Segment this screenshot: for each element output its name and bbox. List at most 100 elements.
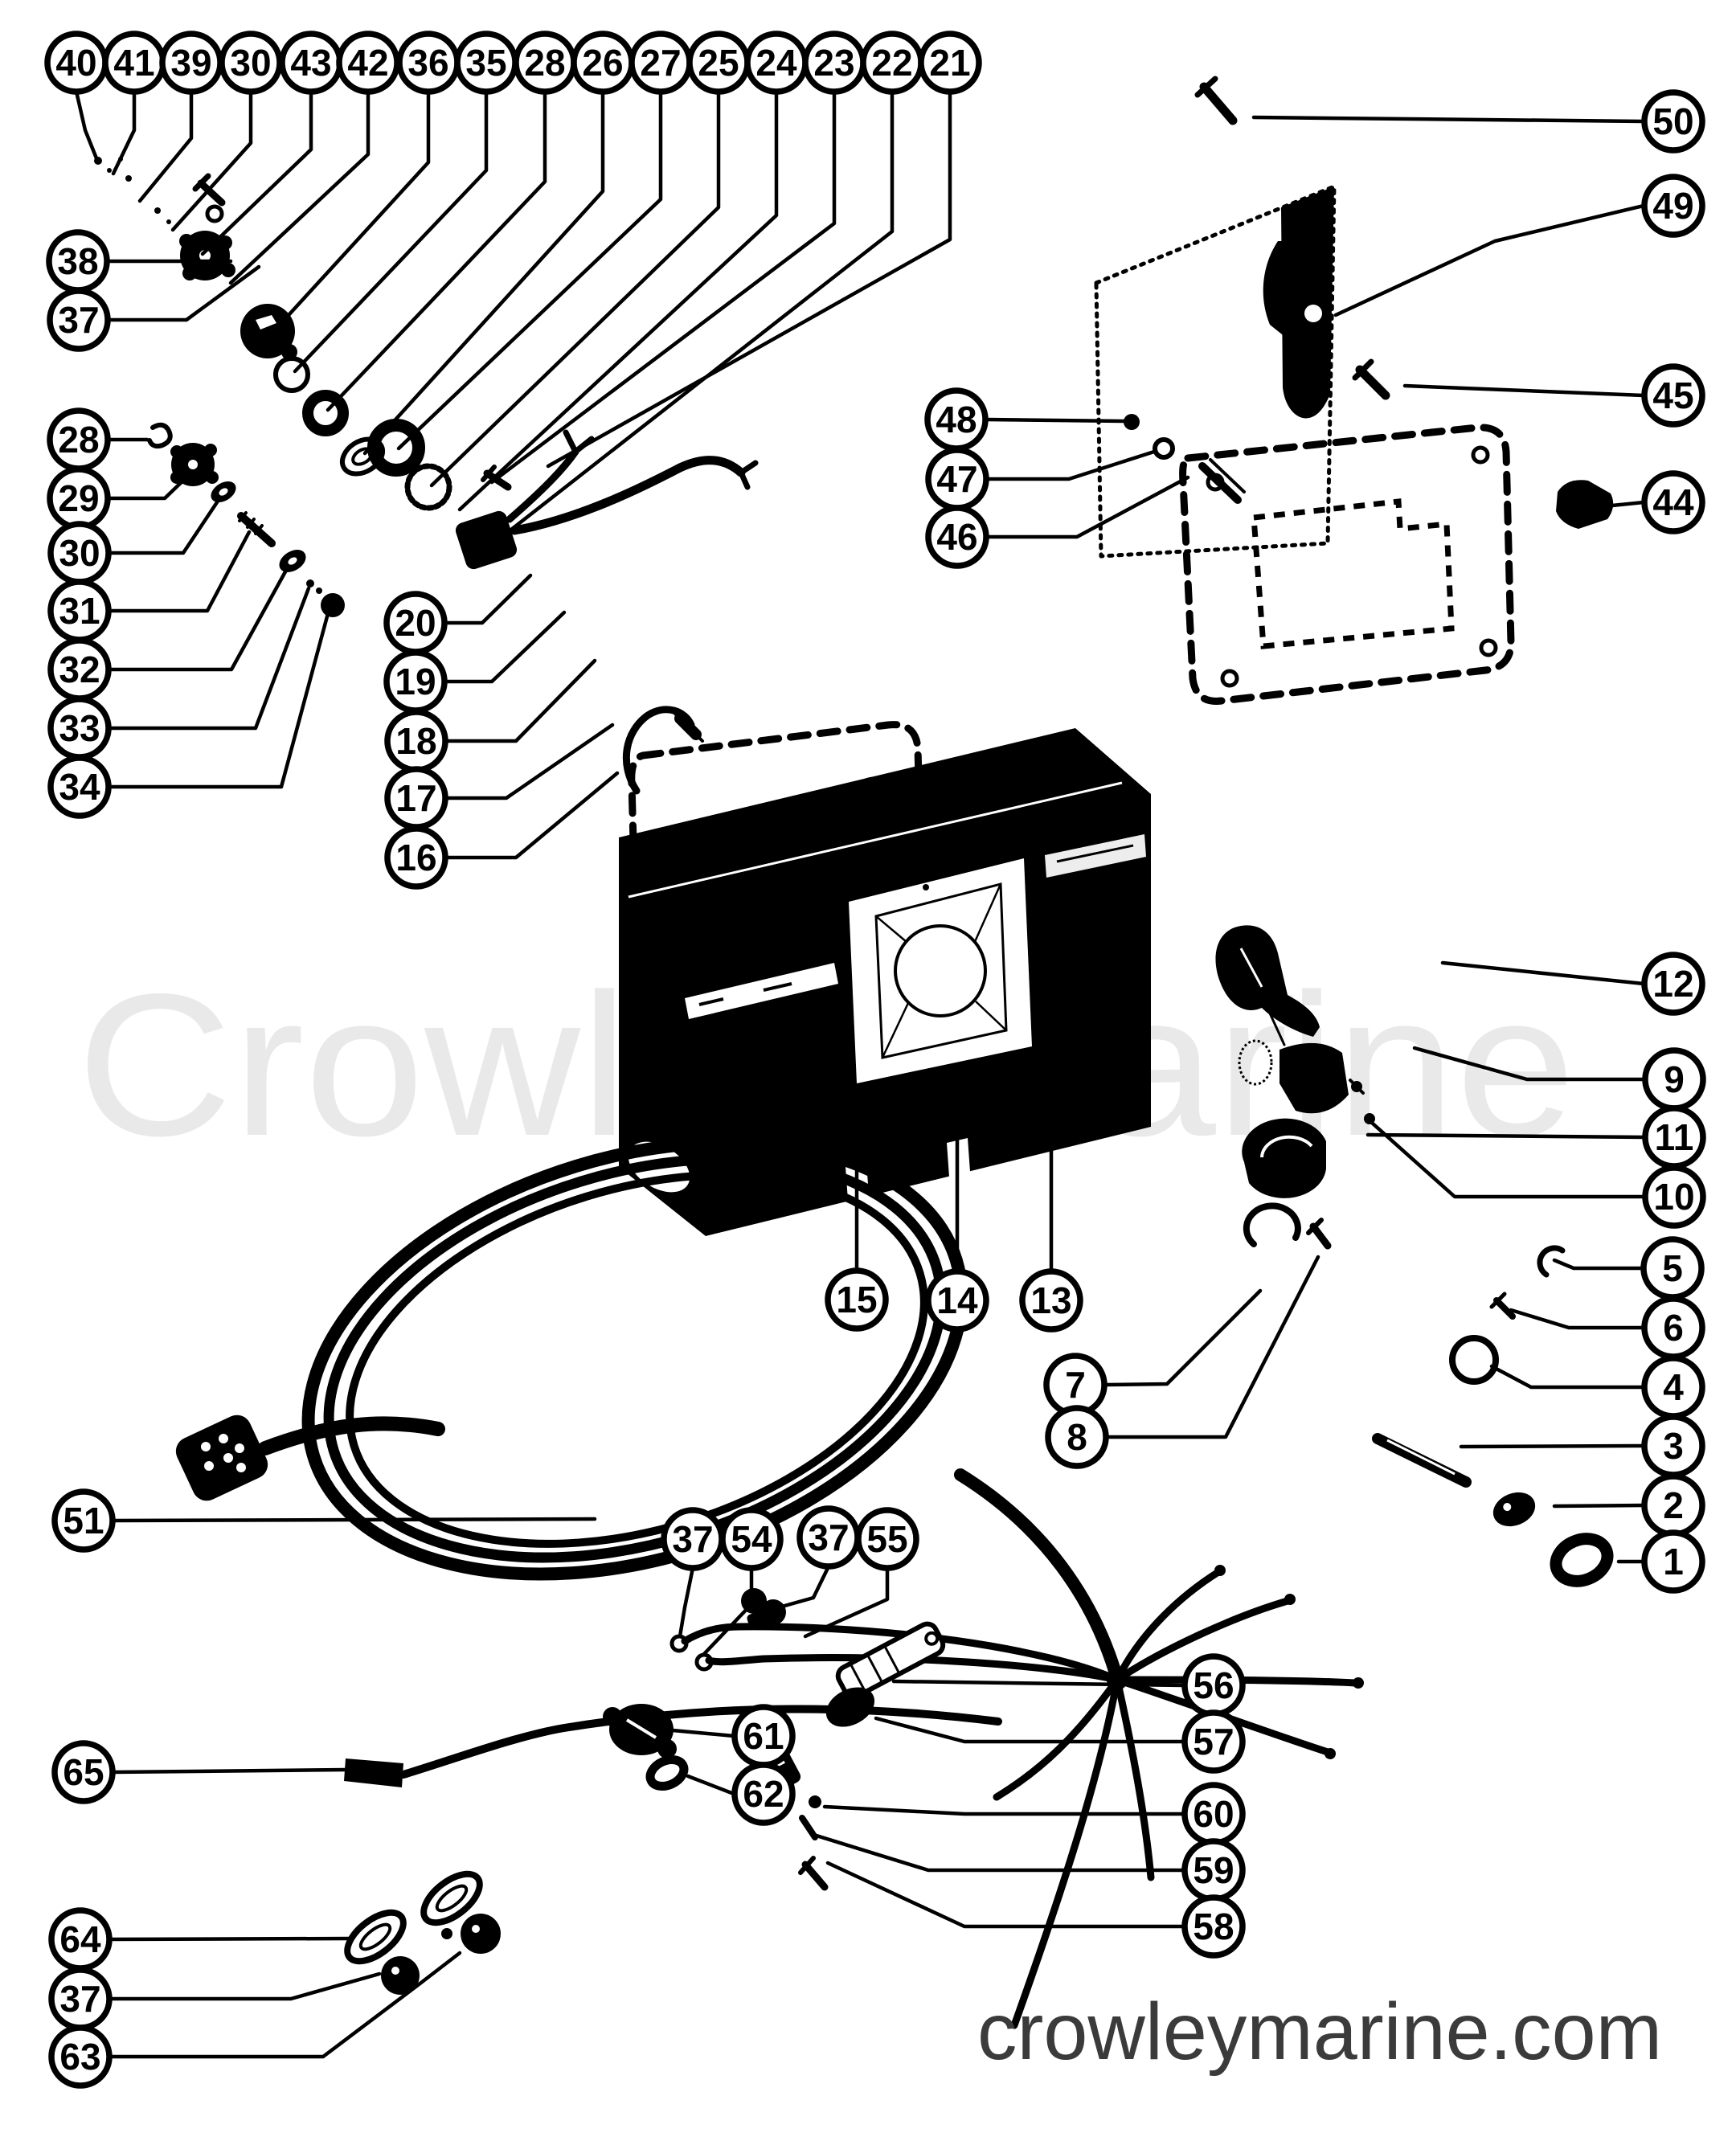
callout-circle-57[interactable] — [1181, 1709, 1246, 1774]
callout-37[interactable]: 37 — [47, 264, 261, 352]
callout-circle-10[interactable] — [1642, 1165, 1706, 1229]
callout-13[interactable]: 13 — [1019, 1148, 1083, 1333]
callout-44[interactable]: 44 — [1602, 470, 1705, 534]
leader-line-59 — [814, 1833, 1186, 1873]
callout-circle-55[interactable] — [855, 1507, 919, 1571]
callout-59[interactable]: 59 — [814, 1833, 1246, 1902]
callout-number-54: 54 — [731, 1518, 772, 1560]
callout-6[interactable]: 6 — [1509, 1296, 1705, 1360]
callout-number-10: 10 — [1653, 1176, 1694, 1218]
callout-number-17: 17 — [395, 777, 436, 819]
callout-64[interactable]: 64 — [48, 1907, 354, 1971]
callout-number-23: 23 — [813, 42, 854, 84]
callout-circle-1[interactable] — [1641, 1529, 1705, 1594]
callout-16[interactable]: 16 — [384, 771, 620, 890]
callout-circle-34[interactable] — [47, 755, 112, 819]
callout-circle-12[interactable] — [1641, 952, 1705, 1016]
callout-7[interactable]: 7 — [1043, 1288, 1263, 1417]
callout-27[interactable]: 27 — [396, 31, 693, 451]
callout-20[interactable]: 20 — [383, 573, 533, 655]
callout-43[interactable]: 43 — [200, 31, 343, 256]
callout-30[interactable]: 30 — [47, 497, 221, 585]
callout-circle-58[interactable] — [1181, 1894, 1246, 1959]
callout-28[interactable]: 28 — [47, 407, 149, 472]
callout-54[interactable]: 54 — [702, 1507, 784, 1656]
callout-circle-8[interactable] — [1045, 1405, 1109, 1469]
callout-35[interactable]: 35 — [293, 31, 518, 374]
callout-circle-37[interactable] — [47, 288, 111, 352]
callout-number-28: 28 — [58, 419, 99, 461]
callout-3[interactable]: 3 — [1459, 1414, 1705, 1478]
callout-58[interactable]: 58 — [825, 1861, 1246, 1959]
callout-number-16: 16 — [395, 837, 436, 878]
retainer-bits-icon — [306, 579, 322, 594]
callout-46[interactable]: 46 — [925, 475, 1190, 569]
callout-51[interactable]: 51 — [51, 1488, 597, 1553]
callout-57[interactable]: 57 — [874, 1709, 1246, 1774]
callout-circle-16[interactable] — [384, 825, 448, 890]
callout-37[interactable]: 37 — [771, 1505, 861, 1611]
callout-circle-63[interactable] — [48, 2025, 113, 2089]
callout-37[interactable]: 37 — [661, 1507, 725, 1639]
callout-47[interactable]: 47 — [925, 447, 1157, 511]
callout-10[interactable]: 10 — [1370, 1121, 1706, 1229]
callout-48[interactable]: 48 — [924, 387, 1126, 452]
callout-45[interactable]: 45 — [1402, 363, 1705, 428]
callout-49[interactable]: 49 — [1333, 174, 1705, 317]
callout-circle-21[interactable] — [918, 31, 982, 95]
callout-circle-65[interactable] — [51, 1740, 116, 1804]
callout-2[interactable]: 2 — [1552, 1473, 1705, 1537]
callout-29[interactable]: 29 — [47, 466, 190, 530]
half-clamp-icon — [1242, 1118, 1326, 1247]
callout-4[interactable]: 4 — [1489, 1355, 1705, 1419]
callout-55[interactable]: 55 — [803, 1507, 919, 1639]
callout-circle-14[interactable] — [925, 1268, 989, 1333]
callout-9[interactable]: 9 — [1412, 1046, 1706, 1112]
callout-41[interactable]: 41 — [102, 31, 166, 176]
callout-28[interactable]: 28 — [326, 31, 577, 412]
callout-circle-62[interactable] — [731, 1762, 796, 1826]
callout-63[interactable]: 63 — [48, 1951, 462, 2089]
callout-40[interactable]: 40 — [44, 31, 108, 165]
callout-circle-54[interactable] — [719, 1507, 784, 1571]
callout-14[interactable]: 14 — [925, 1124, 989, 1333]
callout-23[interactable]: 23 — [489, 31, 866, 485]
callout-circle-44[interactable] — [1641, 470, 1705, 534]
callout-56[interactable]: 56 — [891, 1653, 1246, 1717]
callout-32[interactable]: 32 — [47, 565, 290, 702]
callout-circle-45[interactable] — [1641, 363, 1705, 428]
callout-62[interactable]: 62 — [686, 1762, 796, 1826]
callout-15[interactable]: 15 — [825, 1161, 889, 1332]
callout-21[interactable]: 21 — [546, 31, 982, 469]
callout-33[interactable]: 33 — [47, 586, 311, 760]
callout-31[interactable]: 31 — [47, 530, 252, 643]
callout-circle-51[interactable] — [51, 1488, 116, 1553]
callout-65[interactable]: 65 — [51, 1740, 348, 1804]
website-text[interactable]: crowleymarine.com — [977, 1987, 1662, 2077]
callout-60[interactable]: 60 — [822, 1782, 1246, 1846]
callout-17[interactable]: 17 — [384, 723, 615, 830]
callout-61[interactable]: 61 — [661, 1704, 796, 1768]
callout-37[interactable]: 37 — [48, 1967, 382, 2031]
callout-25[interactable]: 25 — [429, 31, 751, 488]
callout-22[interactable]: 22 — [502, 31, 924, 538]
callout-19[interactable]: 19 — [383, 610, 567, 714]
callout-circle-50[interactable] — [1641, 89, 1705, 154]
callout-circle-13[interactable] — [1019, 1268, 1083, 1333]
callout-number-3: 3 — [1663, 1425, 1684, 1467]
callout-circle-15[interactable] — [825, 1267, 889, 1332]
callout-number-7: 7 — [1065, 1364, 1086, 1406]
callout-number-46: 46 — [936, 516, 977, 558]
callout-34[interactable]: 34 — [47, 605, 332, 819]
callout-circle-46[interactable] — [925, 505, 989, 569]
callout-8[interactable]: 8 — [1045, 1255, 1320, 1469]
callout-26[interactable]: 26 — [362, 31, 635, 456]
leader-line-37 — [771, 1564, 831, 1611]
callout-5[interactable]: 5 — [1552, 1236, 1705, 1300]
callout-12[interactable]: 12 — [1440, 952, 1705, 1016]
leader-line-32 — [107, 565, 290, 672]
callout-24[interactable]: 24 — [457, 31, 809, 512]
callout-circle-49[interactable] — [1641, 174, 1705, 238]
callout-50[interactable]: 50 — [1251, 89, 1705, 154]
callout-1[interactable]: 1 — [1616, 1529, 1705, 1594]
